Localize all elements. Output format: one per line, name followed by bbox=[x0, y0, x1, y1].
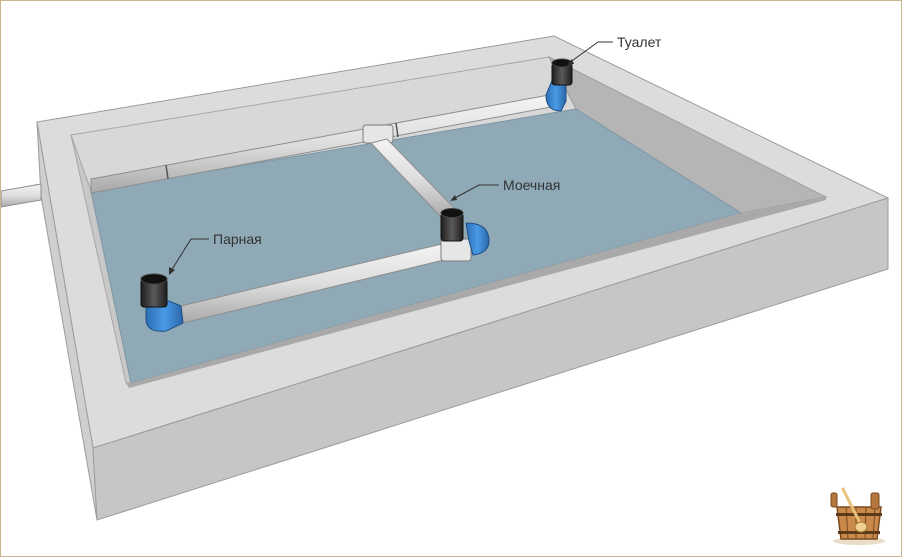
washroom-riser bbox=[440, 208, 490, 262]
foundation-slab bbox=[36, 35, 890, 521]
callouts bbox=[169, 41, 613, 275]
steam-room-callout-line bbox=[170, 238, 209, 272]
slab-bottom-face bbox=[92, 197, 889, 521]
toilet-riser bbox=[545, 58, 573, 112]
inner-front-ledge bbox=[126, 197, 826, 388]
steam-room-riser bbox=[140, 273, 184, 332]
outlet-pipe bbox=[1, 183, 42, 208]
washroom-callout-line bbox=[452, 184, 499, 200]
toilet-callout-line bbox=[568, 41, 613, 64]
toilet-label: Туалет bbox=[617, 34, 662, 50]
washroom-label: Моечная bbox=[503, 177, 560, 193]
bath-bucket-icon bbox=[830, 487, 885, 545]
steam-room-label: Парная bbox=[213, 231, 262, 247]
